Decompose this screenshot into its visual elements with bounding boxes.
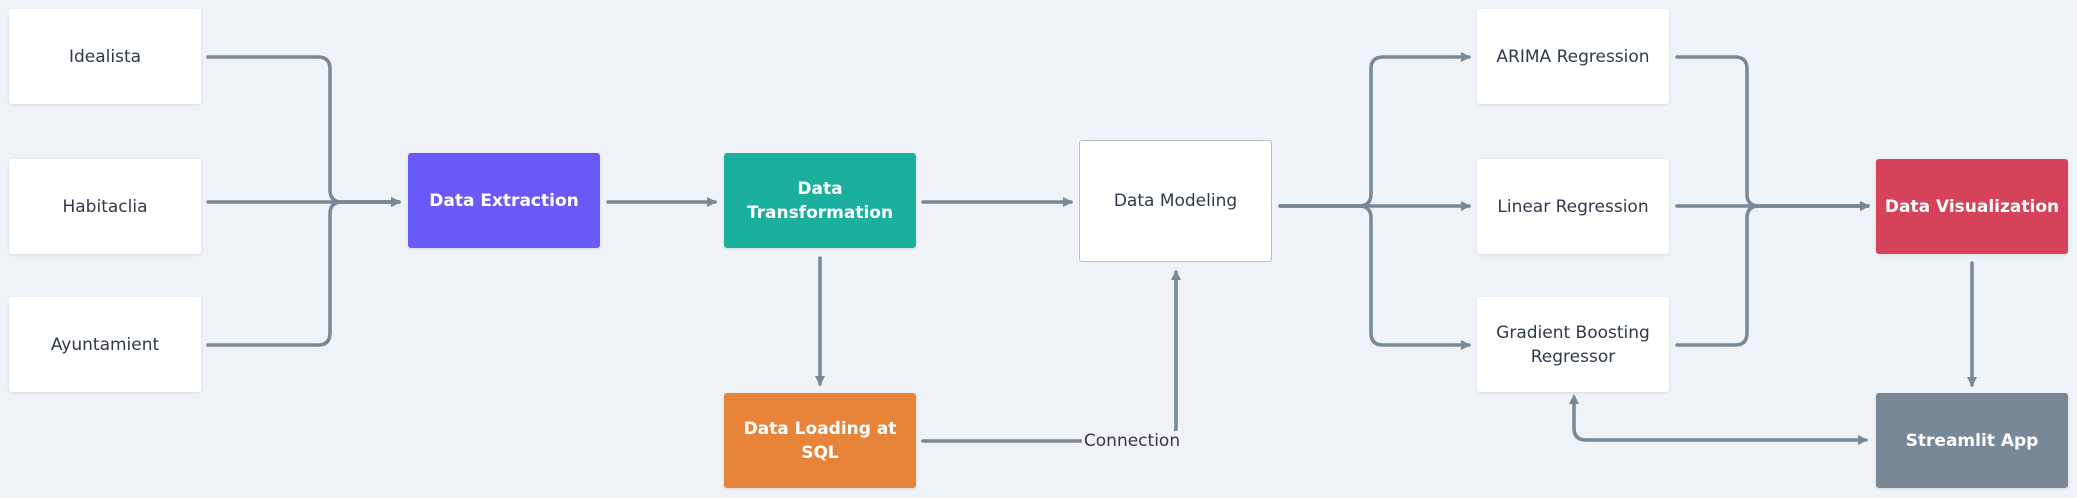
- edge-loading-modeling: [921, 270, 1181, 443]
- data-modeling-node[interactable]: Data Modeling: [1079, 140, 1272, 262]
- gradient-boosting-node[interactable]: Gradient Boosting Regressor: [1477, 297, 1669, 392]
- habitaclia-node[interactable]: Habitaclia: [9, 159, 201, 254]
- edge-streamlit-gradient: [1569, 394, 1868, 445]
- streamlit-app-node[interactable]: Streamlit App: [1876, 393, 2068, 488]
- edge-arima-visualization: [1675, 55, 1870, 211]
- ayuntamient-node[interactable]: Ayuntamient: [9, 297, 201, 392]
- connection-label: Connection: [1081, 431, 1183, 451]
- arima-regression-node[interactable]: ARIMA Regression: [1477, 9, 1669, 104]
- edge-ayuntamient-extraction: [206, 197, 401, 347]
- edge-gradient-visualization: [1675, 201, 1870, 347]
- data-transformation-node[interactable]: Data Transformation: [724, 153, 916, 248]
- edge-modeling-gradient: [1278, 204, 1471, 350]
- data-extraction-node[interactable]: Data Extraction: [408, 153, 600, 248]
- linear-regression-node[interactable]: Linear Regression: [1477, 159, 1669, 254]
- edge-idealista-extraction: [206, 55, 401, 207]
- idealista-node[interactable]: Idealista: [9, 9, 201, 104]
- edge-modeling-arima: [1278, 52, 1471, 208]
- data-loading-node[interactable]: Data Loading at SQL: [724, 393, 916, 488]
- data-visualization-node[interactable]: Data Visualization: [1876, 159, 2068, 254]
